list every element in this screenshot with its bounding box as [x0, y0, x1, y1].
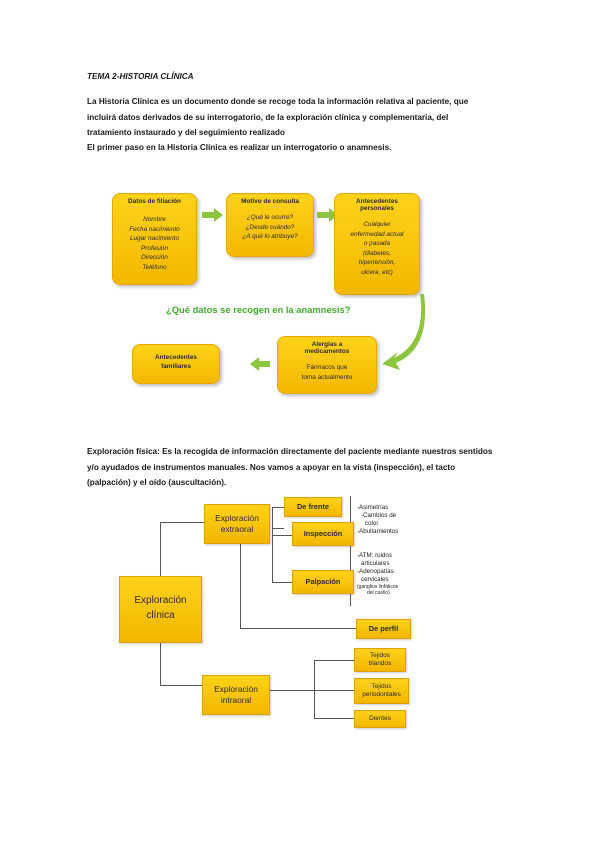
connector-line [314, 718, 354, 719]
curved-arrow-icon [382, 294, 426, 370]
list-item: enfermedad actual [350, 230, 404, 238]
connector-line [272, 582, 292, 583]
box-title: Antecedentes personales [356, 198, 398, 212]
note-line: cervicales [361, 576, 389, 583]
arrow-right-icon [202, 208, 223, 222]
connector-line [272, 535, 292, 536]
connector-line [272, 507, 273, 583]
inspeccion-notes: -Asimetrías -Cambios de color -Abultamie… [357, 504, 398, 536]
list-item: o pasada [363, 240, 391, 248]
box-exploracion-extraoral: Exploración extraoral [204, 504, 270, 544]
note-line: color [365, 520, 379, 527]
anamnesis-question: ¿Qué datos se recogen en la anamnesis? [166, 304, 351, 315]
exploracion-line: (palpación) y el oído (auscultación). [87, 478, 227, 487]
connector-line [314, 660, 354, 661]
box-exploracion-clinica: Exploración clínica [119, 576, 202, 643]
box-tejidos-blandos: Tejidos blandos [354, 648, 406, 672]
box-title: Alergias a medicamentos [304, 341, 350, 355]
note-line: -Abultamientos [357, 528, 399, 535]
intro-paragraph: La Historia Clínica es un documento dond… [87, 94, 507, 141]
list-item: Dirección [141, 254, 168, 262]
list-item: hipertensión, [358, 259, 396, 267]
connector-line [160, 643, 161, 685]
connector-line [272, 528, 284, 529]
list-item: ¿A qué lo atribuye? [242, 233, 298, 241]
arrow-right-icon [317, 208, 338, 222]
connector-line [240, 543, 241, 629]
connector-line [314, 660, 315, 718]
list-item: Profesión [141, 244, 168, 252]
list-item: ulcera, etc) [361, 268, 393, 276]
box-inspeccion: Inspección [292, 522, 354, 546]
list-item: Lugar nacimiento [129, 235, 180, 243]
connector-line [270, 690, 314, 691]
palpacion-notes: -ATM: ruidos articulares -Adenopatías ce… [357, 552, 398, 596]
box-title: Motivo de consulta [241, 198, 299, 205]
first-step-text: El primer paso en la Historia Clínica es… [87, 143, 392, 152]
box-palpacion: Palpación [292, 570, 354, 594]
note-line: -Cambios de [361, 512, 397, 519]
box-alergias: Alergias a medicamentos Fármacos que tom… [277, 336, 377, 394]
list-item: Fármacos que [306, 364, 348, 371]
list-item: ¿Desde cuándo? [245, 223, 295, 231]
list-item: ¿Qué le ocurre? [246, 214, 294, 221]
box-tejidos-periodontales: Tejidos periodontales [354, 678, 409, 704]
connector-line [160, 685, 202, 686]
box-title: Antecedentes familiares [155, 354, 197, 370]
box-exploracion-intraoral: Exploración intraoral [202, 675, 270, 715]
exploracion-line: Exploración física: Es la recogida de in… [87, 447, 493, 456]
list-item: Nombre [143, 216, 166, 223]
box-de-frente: De frente [284, 497, 342, 517]
note-line: -Adenopatías [357, 568, 394, 575]
intro-line: La Historia Clínica es un documento dond… [87, 97, 469, 106]
note-line: (ganglios linfáticos [357, 584, 399, 590]
intro-line: tratamiento instaurado y del seguimiento… [87, 128, 285, 137]
box-de-perfil: De perfil [356, 619, 411, 639]
note-line: -ATM: ruidos [357, 552, 392, 559]
list-item: toma actualmente [301, 373, 353, 381]
list-item: (diabetes, [362, 249, 392, 257]
list-item: Fecha nacimiento [129, 225, 180, 233]
box-datos-filiacion: Datos de filiación Nombre Fecha nacimien… [112, 193, 197, 285]
exploracion-line: y/o ayudados de instrumentos manuales. N… [87, 462, 456, 472]
list-item: Cualquier [363, 221, 391, 228]
exploracion-paragraph: Exploración física: Es la recogida de in… [87, 444, 527, 491]
box-antecedentes-familiares: Antecedentes familiares [132, 344, 220, 384]
arrow-left-icon [250, 357, 270, 371]
connector-line [272, 507, 284, 508]
connector-line [160, 522, 161, 576]
list-item: Teléfono [142, 263, 167, 271]
notes-bracket [350, 496, 351, 606]
connector-line [314, 690, 354, 691]
box-motivo-consulta: Motivo de consulta ¿Qué le ocurre? ¿Desd… [226, 193, 314, 257]
intro-line: incluirá datos derivados de su interroga… [87, 112, 449, 122]
note-line: articulares [361, 560, 390, 567]
box-antecedentes-personales: Antecedentes personales Cualquier enferm… [334, 193, 420, 295]
note-line: del cuello) [367, 590, 390, 596]
page-heading: TEMA 2-HISTORIA CLÍNICA [87, 72, 194, 81]
connector-line [160, 522, 204, 523]
box-title: Datos de filiación [128, 198, 181, 205]
note-line: -Asimetrías [357, 504, 389, 511]
box-dientes: Dientes [354, 710, 406, 728]
connector-line [240, 628, 356, 629]
